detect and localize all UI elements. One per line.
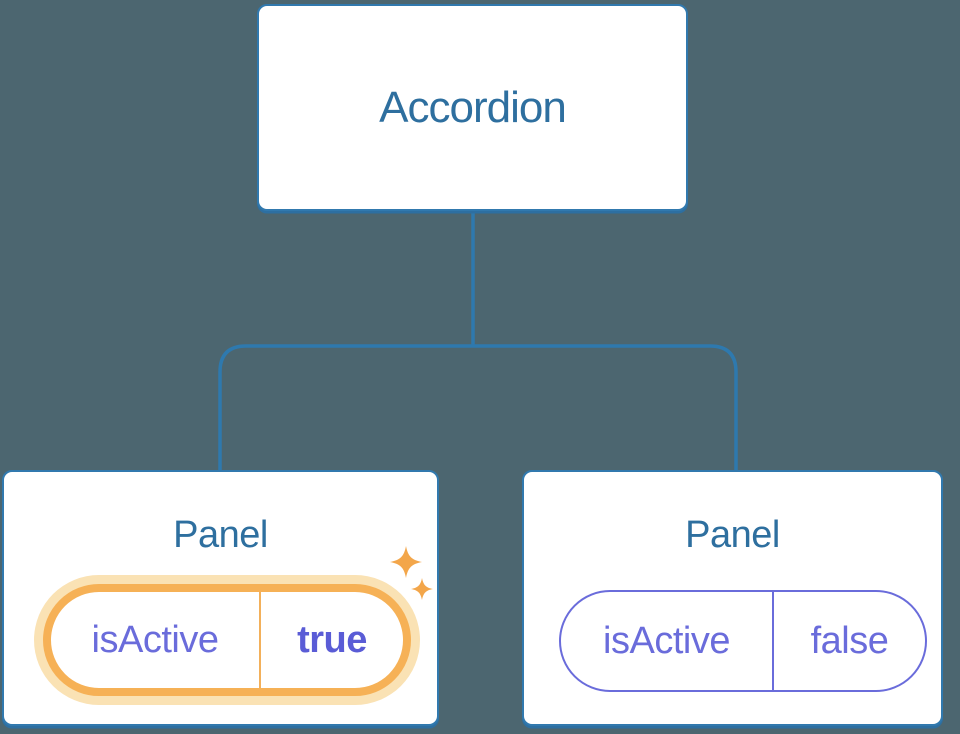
panel-node-label: Panel — [173, 514, 268, 556]
prop-value: false — [810, 619, 889, 662]
prop-name: isActive — [51, 592, 261, 688]
prop-pill-active: isActive true — [43, 584, 411, 696]
prop-value: true — [297, 618, 367, 661]
panel-node-active: Panel isActive true — [2, 470, 439, 726]
accordion-node-label: Accordion — [379, 82, 567, 132]
panel-node-label: Panel — [685, 514, 780, 556]
prop-pill-inactive: isActive false — [559, 590, 927, 692]
panel-node-inactive: Panel isActive false — [522, 470, 943, 726]
prop-name: isActive — [561, 592, 774, 690]
accordion-node: Accordion — [257, 4, 688, 211]
